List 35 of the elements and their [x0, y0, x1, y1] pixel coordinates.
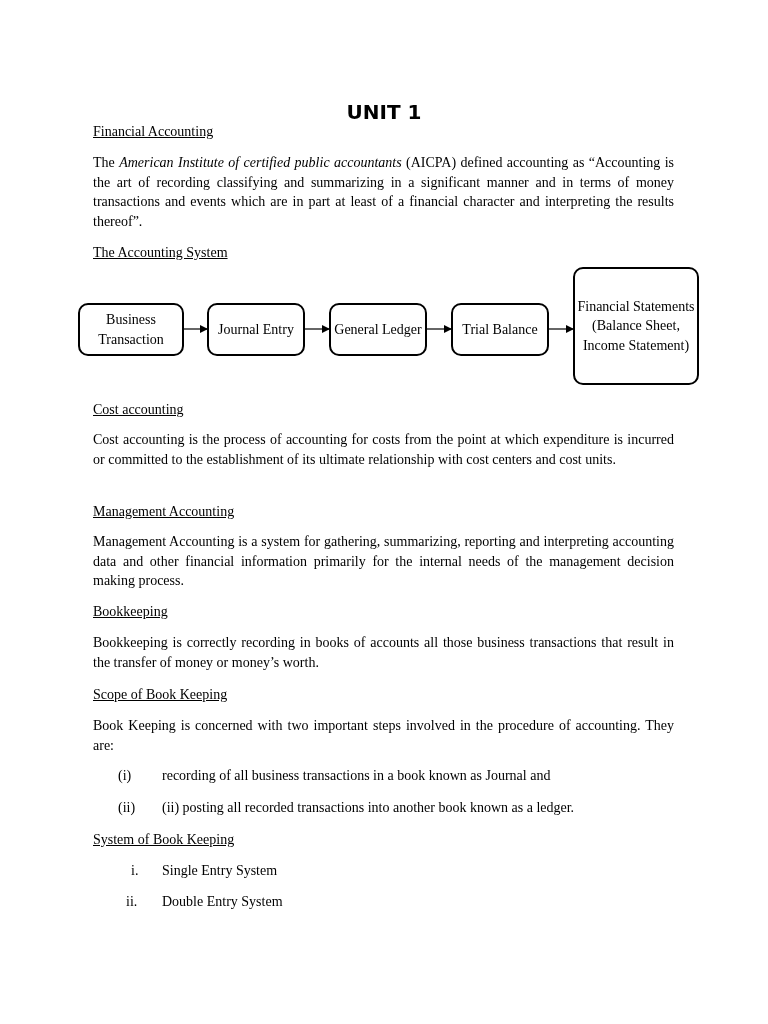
section-heading: Cost accounting — [93, 401, 184, 419]
box-label: General Ledger — [334, 320, 422, 339]
list-marker: ii. — [126, 893, 138, 911]
box-label: Journal Entry — [218, 320, 294, 339]
page-title: UNIT 1 — [345, 100, 423, 124]
list-item: Single Entry System — [162, 862, 278, 880]
arrow — [426, 325, 452, 333]
process-box — [78, 303, 184, 356]
list-marker: i. — [131, 862, 139, 880]
paragraph: The American Institute of certified public accountants (AICPA) defined accounting as “Accounting is the art of recording classifying and summarizing in a significant manner and in terms of money transactions and events which are in part at least of a financial character and interpreting the results thereof”. — [93, 154, 674, 231]
paragraph: Cost accounting is the process of accounting for costs from the point at which expenditure is incurred or committed to the establishment of its ultimate relationship with cost centers and cost units. — [93, 431, 674, 469]
box-label: Trial Balance — [462, 320, 538, 339]
list-item: recording of all business transactions in a book known as Journal and — [162, 767, 551, 785]
list-item: (ii) posting all recorded transactions into another book known as a ledger. — [162, 799, 575, 817]
arrow — [548, 325, 574, 333]
paragraph: Book Keeping is concerned with two important steps involved in the procedure of accounting. They are: — [93, 717, 674, 755]
process-box — [573, 267, 699, 385]
arrow — [183, 325, 208, 333]
box-label: Business Transaction — [97, 310, 165, 349]
list-marker: (i) — [118, 767, 132, 785]
section-heading: Scope of Book Keeping — [93, 686, 228, 704]
process-box — [329, 303, 427, 356]
section-heading: Bookkeeping — [93, 603, 168, 621]
section-heading: Financial Accounting — [93, 123, 214, 141]
paragraph: Management Accounting is a system for gathering, summarizing, reporting and interpreting accounting data and other financial information primarily for the internal needs of the management decision making process. — [93, 533, 674, 591]
list-marker: (ii) — [118, 799, 136, 817]
arrow — [304, 325, 330, 333]
section-heading: The Accounting System — [93, 244, 228, 262]
paragraph: Bookkeeping is correctly recording in books of accounts all those business transactions that result in the transfer of money or money’s worth. — [93, 634, 674, 672]
section-heading: Management Accounting — [93, 503, 235, 521]
section-heading: System of Book Keeping — [93, 831, 235, 849]
process-box — [207, 303, 305, 356]
process-box — [451, 303, 549, 356]
box-label: Financial Statements (Balance Sheet, Income Statement) — [576, 297, 696, 355]
list-item: Double Entry System — [162, 893, 283, 911]
